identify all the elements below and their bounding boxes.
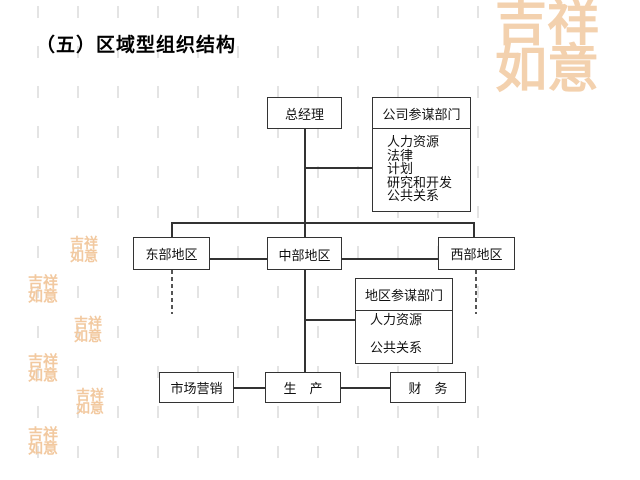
finance-box: 财 务 xyxy=(390,372,466,403)
regional-staff-header: 地区参谋部门 xyxy=(356,279,452,311)
decorative-stamp: 吉祥如意 xyxy=(28,352,59,384)
corporate-staff-header: 公司参谋部门 xyxy=(373,98,470,129)
central-region-box: 中部地区 xyxy=(267,237,342,270)
decorative-stamp: 吉祥如意 xyxy=(28,425,59,457)
west-region-box: 西部地区 xyxy=(438,237,515,270)
connector xyxy=(171,222,173,238)
staff-item: 公共关系 xyxy=(387,189,440,204)
staff-item: 研究和开发 xyxy=(387,175,453,191)
staff-item: 人力资源 xyxy=(370,313,423,328)
dashed-connector xyxy=(171,270,173,314)
connector xyxy=(304,269,306,373)
decorative-stamp: 吉祥如意 xyxy=(76,388,104,417)
connector xyxy=(305,319,356,321)
corporate-staff-box: 公司参谋部门 人力资源 法律 计划 研究和开发 公共关系 xyxy=(372,97,471,212)
staff-item: 公共关系 xyxy=(370,340,423,356)
connector xyxy=(304,128,306,238)
east-region-box: 东部地区 xyxy=(133,237,210,270)
staff-item: 法律 xyxy=(387,148,414,164)
marketing-box: 市场营销 xyxy=(159,372,234,403)
connector xyxy=(473,222,475,238)
slide-title: （五）区域型组织结构 xyxy=(36,34,237,56)
decorative-stamp: 吉祥如意 xyxy=(74,316,102,345)
staff-item: 人力资源 xyxy=(387,135,440,150)
connector xyxy=(305,167,373,169)
dashed-connector xyxy=(475,270,477,314)
decorative-stamp: 吉祥如意 xyxy=(28,273,59,305)
decorative-stamp-large: 吉祥如意 xyxy=(495,0,600,100)
general-manager-box: 总经理 xyxy=(267,97,342,129)
staff-item: 计划 xyxy=(387,162,414,177)
production-box: 生 产 xyxy=(265,372,341,403)
connector xyxy=(171,222,474,224)
regional-staff-box: 地区参谋部门 人力资源 公共关系 xyxy=(355,278,453,364)
decorative-stamp: 吉祥如意 xyxy=(70,236,98,265)
